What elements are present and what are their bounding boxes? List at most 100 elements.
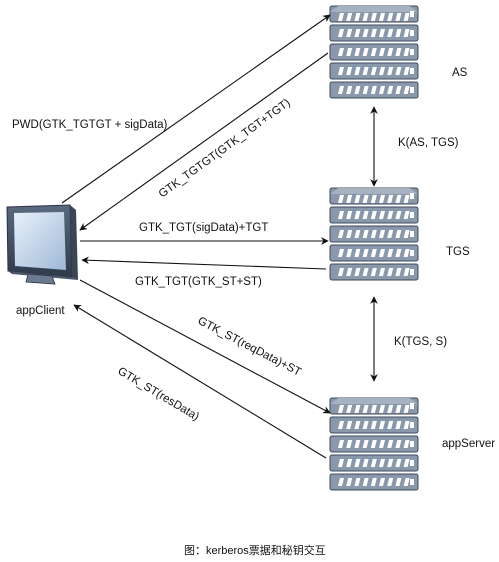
arrow-tgt-reply	[81, 256, 327, 270]
server-vent	[379, 478, 385, 486]
label-pwd: PWD(GTK_TGTGT + sigData)	[12, 119, 168, 131]
server-vent	[379, 249, 385, 257]
server-vent	[354, 440, 361, 448]
server-indicator	[410, 479, 414, 485]
server-vent	[387, 13, 394, 21]
server-vent	[387, 421, 394, 429]
server-vent	[379, 440, 385, 448]
server-vent	[403, 86, 410, 94]
node-label-tgs: TGS	[446, 246, 470, 258]
server-vent	[403, 13, 410, 21]
server-vent	[362, 440, 369, 448]
server-indicator	[410, 231, 414, 237]
server-vent	[403, 405, 410, 413]
as-server-icon	[329, 5, 419, 99]
server-vent	[354, 67, 361, 75]
server-vent	[338, 86, 344, 94]
server-vent	[370, 440, 377, 448]
server-vent	[354, 405, 361, 413]
server-vent	[379, 48, 385, 56]
node-label-app-client: appClient	[16, 305, 65, 317]
server-vent	[362, 405, 369, 413]
server-vent	[346, 67, 353, 75]
server-vent	[354, 459, 361, 467]
server-indicator	[410, 422, 414, 428]
server-vent	[379, 86, 385, 94]
server-vent	[387, 230, 394, 238]
server-vent	[395, 459, 402, 467]
server-vent	[346, 459, 353, 467]
server-indicator	[410, 212, 414, 218]
server-indicator	[410, 11, 414, 17]
server-vent	[403, 67, 410, 75]
server-vent	[338, 67, 344, 75]
label-tgt-reply: GTK_TGT(GTK_ST+ST)	[135, 276, 262, 288]
arrow-tgtgt-reply	[79, 52, 329, 231]
server-vent	[403, 459, 410, 467]
server-vent	[338, 249, 344, 257]
server-vent	[403, 421, 410, 429]
server-vent	[370, 421, 377, 429]
server-vent	[370, 405, 377, 413]
server-vent	[387, 478, 394, 486]
node-label-app-server: appServer	[442, 438, 495, 450]
server-vent	[387, 211, 394, 219]
server-vent	[346, 249, 353, 257]
server-vent	[362, 268, 369, 276]
server-indicator	[410, 460, 414, 466]
server-vent	[338, 211, 344, 219]
server-vent	[387, 268, 394, 276]
server-vent	[338, 29, 344, 37]
server-vent	[379, 13, 385, 21]
node-label-as: AS	[452, 67, 468, 79]
server-vent	[370, 211, 377, 219]
server-vent	[362, 195, 369, 203]
arrow-pwd	[61, 14, 331, 204]
server-vent	[387, 29, 394, 37]
server-vent	[379, 195, 385, 203]
server-vent	[379, 67, 385, 75]
server-vent	[403, 211, 410, 219]
server-vent	[370, 230, 377, 238]
server-vent	[362, 67, 369, 75]
server-indicator	[410, 250, 414, 256]
server-vent	[354, 268, 361, 276]
server-indicator	[410, 87, 414, 93]
server-vent	[395, 405, 402, 413]
server-vent	[338, 421, 344, 429]
server-top	[330, 6, 418, 12]
server-indicator	[410, 269, 414, 275]
app-server-icon	[329, 397, 419, 491]
server-vent	[379, 268, 385, 276]
server-vent	[395, 249, 402, 257]
arrow-st-request	[79, 279, 331, 414]
server-vent	[346, 440, 353, 448]
server-vent	[387, 405, 394, 413]
server-vent	[354, 13, 361, 21]
server-vent	[354, 421, 361, 429]
server-vent	[379, 421, 385, 429]
label-as-tgs: K(AS, TGS)	[398, 137, 459, 149]
server-vent	[379, 211, 385, 219]
server-vent	[338, 459, 344, 467]
label-st-request: GTK_ST(reqData)+ST	[196, 315, 303, 379]
server-indicator	[410, 49, 414, 55]
server-vent	[395, 268, 402, 276]
server-vent	[379, 405, 385, 413]
server-indicator	[410, 30, 414, 36]
server-vent	[403, 195, 410, 203]
server-vent	[338, 268, 344, 276]
label-tgtgt-reply: GTK_TGTGT(GTK_TGT+TGT)	[157, 97, 293, 201]
server-vent	[395, 86, 402, 94]
server-vent	[354, 29, 361, 37]
server-vent	[354, 230, 361, 238]
server-vent	[403, 249, 410, 257]
server-vent	[346, 421, 353, 429]
server-vent	[338, 230, 344, 238]
server-vent	[354, 86, 361, 94]
server-vent	[338, 48, 344, 56]
server-vent	[395, 13, 402, 21]
server-vent	[403, 29, 410, 37]
server-indicator	[410, 193, 414, 199]
server-vent	[362, 230, 369, 238]
